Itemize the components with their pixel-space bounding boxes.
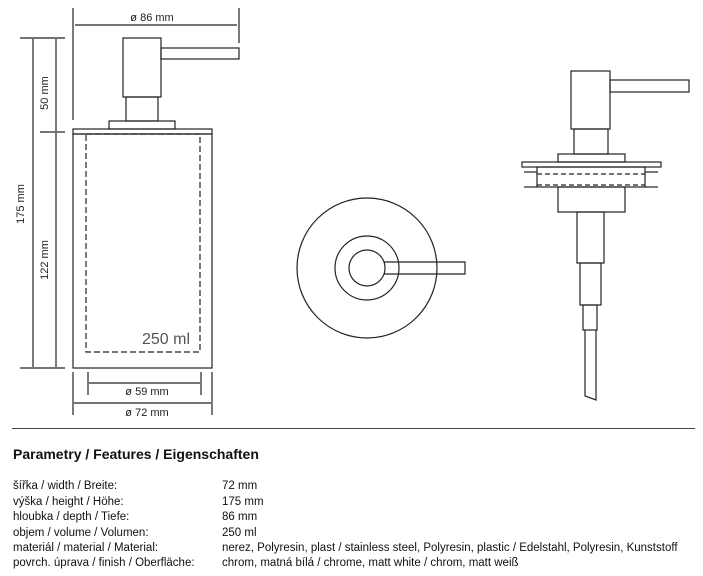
feature-row: povrch. úprava / finish / Oberfläche: chr…	[13, 557, 519, 569]
top-view	[296, 197, 466, 339]
feature-row: hloubka / depth / Tiefe: 86 mm	[13, 511, 257, 523]
features-title: Parametry / Features / Eigenschaften	[13, 446, 259, 462]
dim-outer-width: ø 72 mm	[125, 407, 168, 419]
dim-body-height: 122 mm	[39, 240, 51, 280]
feature-label: výška / height / Höhe:	[13, 496, 124, 508]
divider	[12, 428, 695, 429]
dim-total-height: 175 mm	[15, 184, 27, 224]
feature-label: hloubka / depth / Tiefe:	[13, 511, 130, 523]
feature-value: 175 mm	[222, 496, 264, 508]
volume-label: 250 ml	[142, 331, 190, 348]
pump-side-view	[521, 70, 690, 401]
feature-label: šířka / width / Breite:	[13, 480, 118, 492]
feature-value: 72 mm	[222, 480, 258, 492]
front-view	[20, 8, 240, 415]
technical-drawing: ø 86 mm 175 mm 50 mm 122 mm ø 59 mm ø 72…	[15, 8, 690, 419]
feature-label: povrch. úprava / finish / Oberfläche:	[13, 557, 195, 569]
dim-pump-height: 50 mm	[39, 76, 51, 110]
feature-value: 250 ml	[222, 527, 257, 539]
feature-label: objem / volume / Volumen:	[13, 527, 149, 539]
feature-row: šířka / width / Breite: 72 mm	[13, 480, 257, 492]
feature-value: chrom, matná bílá / chrome, matt white /…	[222, 557, 519, 569]
feature-value: nerez, Polyresin, plast / stainless stee…	[222, 542, 678, 554]
feature-value: 86 mm	[222, 511, 258, 523]
feature-row: výška / height / Höhe: 175 mm	[13, 496, 264, 508]
dim-inner-width: ø 59 mm	[125, 386, 168, 398]
dim-top-width: ø 86 mm	[130, 12, 173, 24]
feature-row: objem / volume / Volumen: 250 ml	[13, 527, 257, 539]
feature-label: materiál / material / Material:	[13, 542, 159, 554]
feature-row: materiál / material / Material: nerez, Po…	[13, 542, 678, 554]
